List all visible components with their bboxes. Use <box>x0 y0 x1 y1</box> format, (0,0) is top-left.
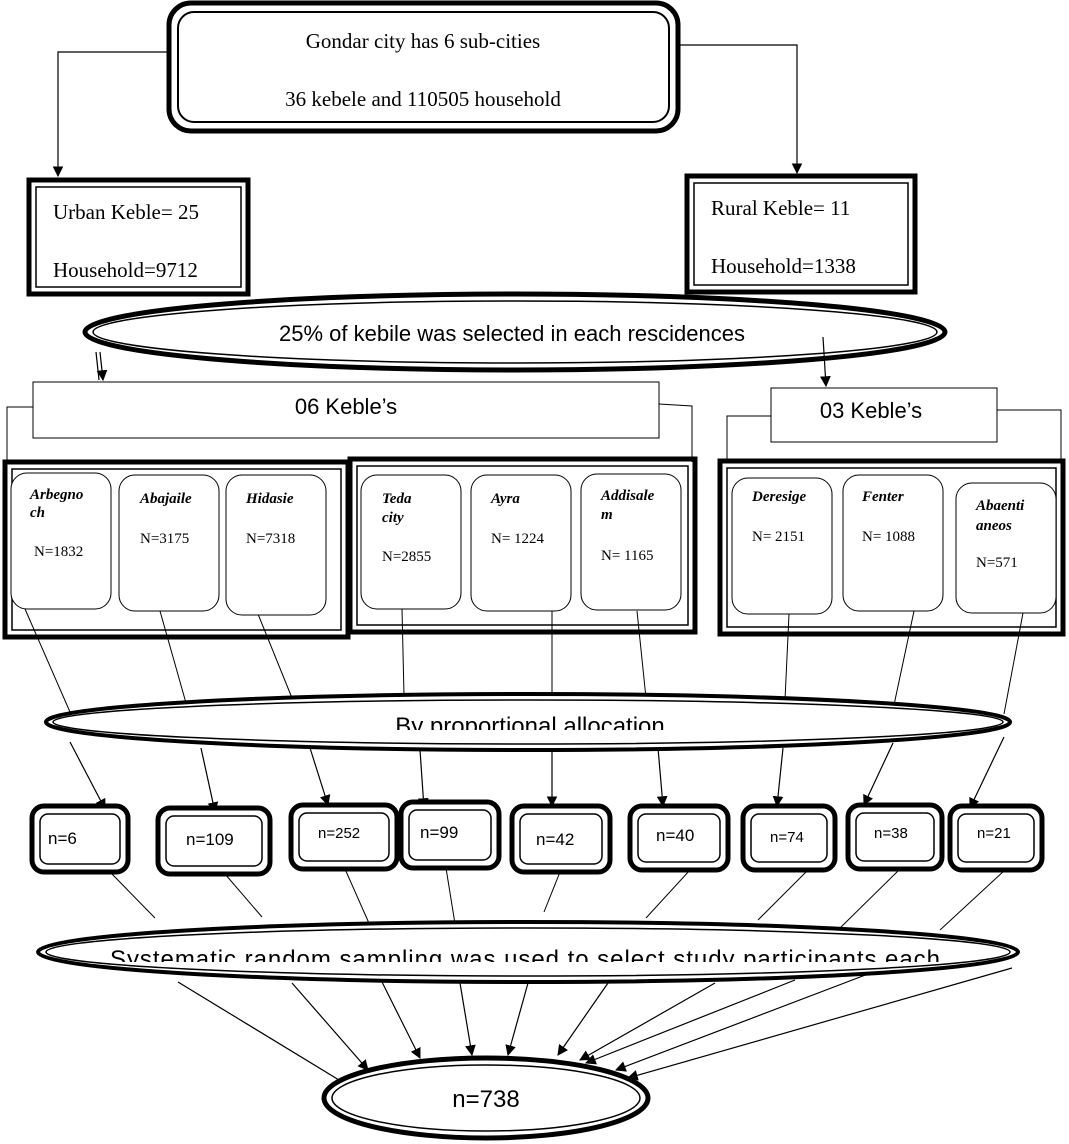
kebele-count: N= 1224 <box>491 531 545 547</box>
kebele-name-line2: aneos <box>976 518 1012 534</box>
selection-ellipse-label: 25% of kebile was selected in each resci… <box>279 321 745 346</box>
top-box-line2: 36 kebele and 110505 household <box>285 87 561 111</box>
kebele-count: N=3175 <box>140 531 189 547</box>
sample-box-7: n=74 <box>740 803 838 873</box>
sample-box-9: n=21 <box>947 803 1045 873</box>
kebele-name-line2: city <box>382 510 404 526</box>
systematic-ellipse: Systematic random sampling was used to s… <box>36 920 1020 984</box>
kebele-name-line1: Fenter <box>861 489 904 505</box>
kebele-name-line2: ch <box>30 505 45 521</box>
allocation-ellipse-label: By proportional allocation <box>395 713 665 740</box>
sample-box-2: n=109 <box>155 805 273 877</box>
sample-box-5: n=42 <box>509 803 613 875</box>
urban-box: Urban Keble= 25 Household=9712 <box>26 177 251 297</box>
sample-value: n=21 <box>977 825 1011 842</box>
allocation-ellipse: By proportional allocation <box>44 692 1012 752</box>
kebele-name-line1: Addisale <box>600 488 655 504</box>
kebele-name-line1: Arbegno <box>29 487 83 503</box>
kebele-box-5: Ayra N= 1224 <box>470 474 572 612</box>
samples-to-systematic-lines <box>109 867 1006 931</box>
kebele-name-line1: Hidasie <box>245 491 294 507</box>
kebele-count: N= 1165 <box>601 548 654 564</box>
rural-selected-box: 03 Keble’s <box>770 387 998 443</box>
sample-value: n=74 <box>770 829 804 846</box>
kebele-count: N= 2151 <box>752 529 805 545</box>
kebele-count: N=2855 <box>382 549 431 565</box>
sample-value: n=42 <box>536 830 574 849</box>
kebele-name-line1: Abajaile <box>139 491 192 507</box>
systematic-ellipse-label: Systematic random sampling was used to s… <box>110 946 940 973</box>
kebele-box-4: Teda city N=2855 <box>360 474 462 610</box>
rural-box: Rural Keble= 11 Household=1338 <box>684 173 918 295</box>
kebele-name-line2: m <box>601 507 613 523</box>
kebele-to-allocation-lines <box>24 608 1024 715</box>
allocation-arrows <box>69 736 1005 814</box>
kebele-count: N=1832 <box>34 544 83 560</box>
kebele-count: N= 1088 <box>862 529 915 545</box>
kebele-box-1: Arbegno ch N=1832 <box>10 472 112 610</box>
sample-box-8: n=38 <box>845 802 945 872</box>
kebele-group-frames <box>2 456 1066 640</box>
urban-box-line2: Household=9712 <box>53 258 198 282</box>
urban-selected-label: 06 Keble’s <box>295 394 397 419</box>
selection-arrows <box>95 336 831 388</box>
kebele-box-7: Deresige N= 2151 <box>731 477 833 615</box>
urban-selected-box: 06 Keble’s <box>32 381 660 439</box>
sample-value: n=109 <box>186 830 234 849</box>
rural-selected-label: 03 Keble’s <box>820 398 922 423</box>
kebele-name-line1: Deresige <box>751 489 806 505</box>
sample-value: n=252 <box>318 825 360 842</box>
kebele-name-line1: Teda <box>382 491 412 507</box>
urban-bracket-lines <box>6 403 693 462</box>
sample-box-1: n=6 <box>29 803 131 875</box>
sample-value: n=99 <box>420 823 458 842</box>
kebele-box-9: Abaenti aneos N=571 <box>955 482 1057 614</box>
sample-value: n=6 <box>48 829 77 848</box>
kebele-count: N=7318 <box>246 531 295 547</box>
sample-value: n=38 <box>874 825 908 842</box>
kebele-count: N=571 <box>976 555 1018 571</box>
rural-bracket-lines <box>726 409 1062 462</box>
total-ellipse: n=738 <box>321 1055 651 1141</box>
kebele-name-line1: Abaenti <box>975 498 1025 514</box>
converging-arrows <box>177 967 1013 1095</box>
kebele-box-3: Hidasie N=7318 <box>225 474 327 616</box>
kebele-box-6: Addisale m N= 1165 <box>580 473 682 611</box>
sample-value: n=40 <box>656 826 694 845</box>
sample-box-3: n=252 <box>288 802 400 872</box>
top-box-line1: Gondar city has 6 sub-cities <box>306 29 540 53</box>
sample-box-4: n=99 <box>398 799 502 871</box>
rural-box-line2: Household=1338 <box>711 254 856 278</box>
top-connectors <box>52 44 803 178</box>
selection-ellipse: 25% of kebile was selected in each resci… <box>82 291 948 373</box>
total-ellipse-label: n=738 <box>452 1086 519 1113</box>
top-box: Gondar city has 6 sub-cities 36 kebele a… <box>166 0 681 134</box>
kebele-box-8: Fenter N= 1088 <box>842 474 944 612</box>
urban-box-line1: Urban Keble= 25 <box>53 200 199 224</box>
kebele-box-2: Abajaile N=3175 <box>118 474 220 612</box>
rural-box-line1: Rural Keble= 11 <box>711 196 850 220</box>
sample-box-6: n=40 <box>627 803 731 873</box>
kebele-name-line1: Ayra <box>490 491 520 507</box>
